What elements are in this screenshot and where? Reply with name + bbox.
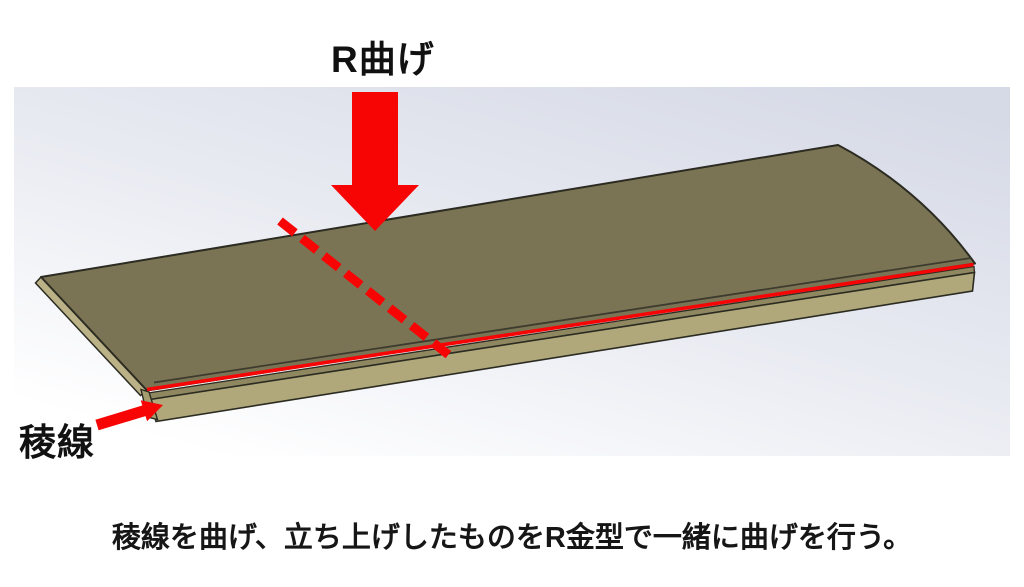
sheet-top-face bbox=[40, 144, 976, 392]
r-bend-arrow-icon bbox=[331, 92, 419, 231]
bend-location-dashed-line bbox=[277, 217, 453, 360]
r-bend-label: R曲げ bbox=[331, 39, 435, 80]
ridge-highlight-line bbox=[146, 262, 974, 392]
ridge-arrow-icon bbox=[95, 400, 163, 431]
bend-tangent-line bbox=[153, 257, 972, 384]
ridge-label: 稜線 bbox=[19, 422, 95, 463]
caption-text: 稜線を曲げ、立ち上げしたものをR金型で一緒に曲げを行う。 bbox=[111, 522, 913, 554]
